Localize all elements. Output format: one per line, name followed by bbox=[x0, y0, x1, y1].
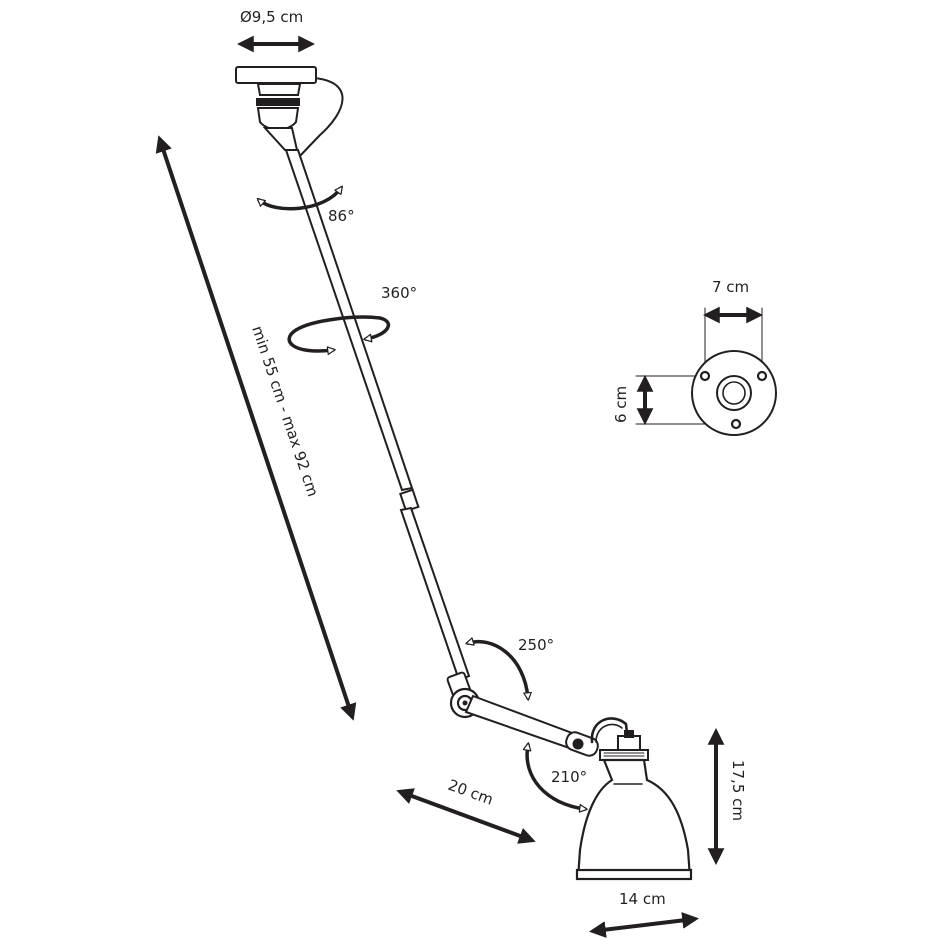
mounting-plate-detail bbox=[635, 307, 777, 436]
rotation-210-label: 210° bbox=[551, 768, 587, 786]
rotation-360-label: 360° bbox=[381, 284, 417, 302]
rotation-arrows bbox=[256, 185, 588, 813]
labels: Ø9,5 cm 86° 360° 7 cm 6 cm min 55 cm - m… bbox=[240, 8, 749, 908]
shade-height-label: 17,5 cm bbox=[729, 760, 747, 821]
screw-hole-right bbox=[756, 370, 768, 382]
lamp-shade bbox=[576, 758, 692, 880]
second-arm-label: 20 cm bbox=[446, 776, 496, 809]
ceiling-plate bbox=[235, 66, 317, 84]
socket-ring bbox=[256, 98, 300, 106]
head-joint bbox=[572, 738, 584, 750]
mount-height-label: 6 cm bbox=[612, 386, 630, 423]
shade-diameter-arrow bbox=[588, 912, 700, 938]
rotation-86-arrow bbox=[256, 185, 343, 211]
dimension-arrows bbox=[155, 35, 764, 938]
screw-hole-left bbox=[699, 370, 711, 382]
screw-hole-bottom bbox=[730, 418, 742, 430]
swivel-joint bbox=[256, 107, 300, 131]
rotation-210-arrow bbox=[522, 742, 588, 813]
rotation-86-label: 86° bbox=[328, 207, 355, 225]
second-arm bbox=[464, 694, 582, 752]
arm-length-arrow bbox=[155, 135, 357, 721]
rotation-250-arrow bbox=[465, 637, 532, 701]
ceiling-socket bbox=[256, 83, 302, 96]
rotation-360-arrow bbox=[287, 315, 391, 355]
power-cable bbox=[297, 77, 344, 159]
lower-rod bbox=[399, 506, 471, 682]
shade-diameter-label: 14 cm bbox=[619, 890, 666, 908]
mount-width-label: 7 cm bbox=[712, 278, 749, 296]
second-arm-arrow bbox=[396, 788, 536, 844]
ceiling-diameter-label: Ø9,5 cm bbox=[240, 8, 303, 26]
rotation-250-label: 250° bbox=[518, 636, 554, 654]
